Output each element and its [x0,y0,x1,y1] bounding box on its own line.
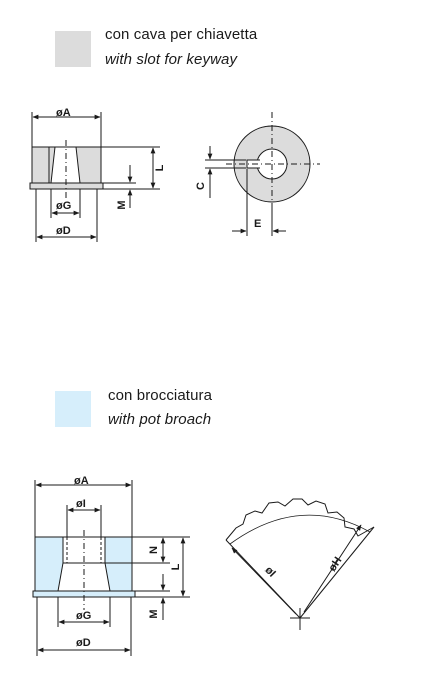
dim-I-arc: øI [262,564,277,579]
keyway-swatch [55,31,91,67]
broach-swatch [55,391,91,427]
keyway-side-view [29,112,160,242]
dim-G-2: øG [76,610,91,622]
dim-L-2: L [170,563,182,570]
dim-M-2: M [148,609,160,618]
dim-G-1: øG [56,200,71,212]
keyway-front-view [205,112,320,236]
dim-D-1: øD [56,225,71,237]
broach-side-view [32,480,190,656]
dim-D-2: øD [76,637,91,649]
dim-M-1: M [116,200,128,209]
dim-E-1: E [254,218,261,230]
dim-A-2: øA [74,475,89,487]
broach-label-it: con brocciatura [108,387,213,404]
dim-N-2: N [148,546,160,554]
keyway-label-en: with slot for keyway [105,51,238,68]
dim-C-1: C [195,182,207,190]
broach-sector-view [225,498,375,630]
dim-I-2: øI [76,498,86,510]
dim-A-1: øA [56,107,71,119]
keyway-label-it: con cava per chiavetta [105,26,258,43]
dim-L-1: L [154,164,166,171]
dim-H-arc: øH [326,555,344,574]
broach-label-en: with pot broach [108,411,212,428]
